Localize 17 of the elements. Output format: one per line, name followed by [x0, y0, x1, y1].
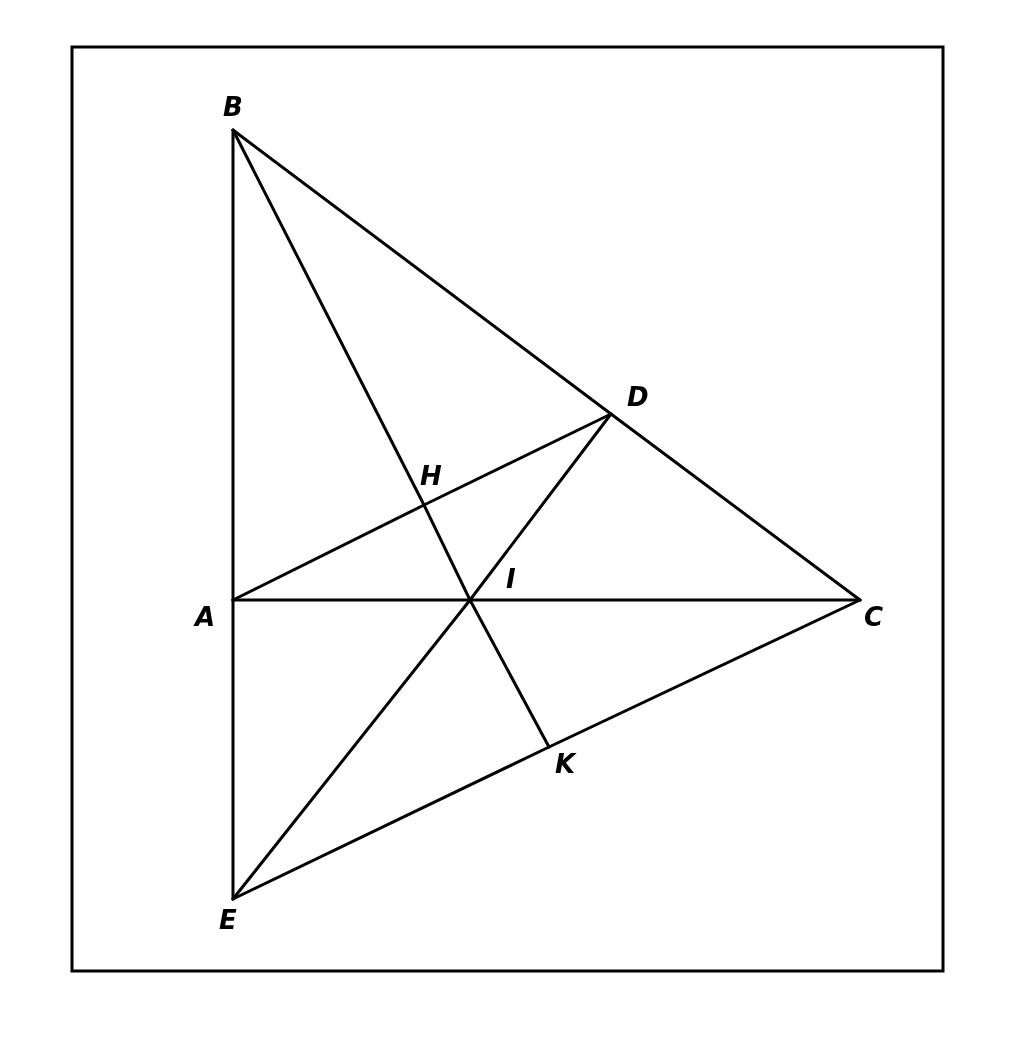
line-segment: [547, 598, 862, 749]
line-segment: [609, 412, 862, 602]
point-label: H: [420, 463, 442, 489]
point-label: E: [219, 907, 237, 933]
line-segment: [231, 598, 472, 901]
line-segment: [231, 745, 551, 901]
point-label: I: [506, 566, 516, 592]
line-segment: [231, 128, 613, 416]
line-segment: [231, 503, 426, 602]
point-label: C: [864, 604, 884, 630]
point-label: A: [195, 604, 216, 630]
point-label: B: [223, 94, 243, 120]
line-segment: [231, 128, 426, 507]
line-segment: [468, 412, 613, 602]
line-segment: [422, 503, 472, 602]
point-label: K: [555, 751, 576, 777]
point-label: D: [627, 384, 649, 410]
